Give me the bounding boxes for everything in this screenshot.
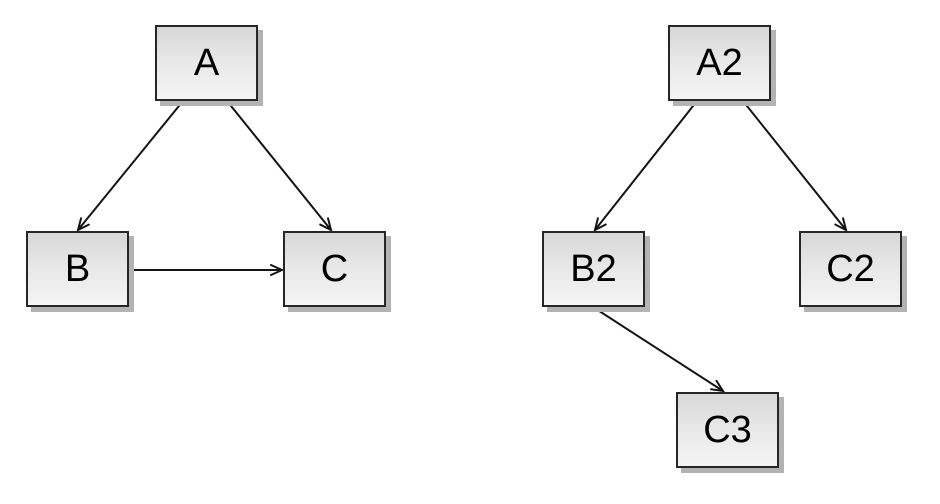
node-B2-label: B2 <box>570 248 617 290</box>
node-A-label: A <box>193 42 220 84</box>
node-B2[interactable]: B2 <box>542 231 645 307</box>
node-C3[interactable]: C3 <box>676 392 779 468</box>
node-C3-label: C3 <box>703 409 752 451</box>
node-C2[interactable]: C2 <box>799 231 902 307</box>
edge-A-C[interactable] <box>226 100 333 232</box>
node-C[interactable]: C <box>283 231 386 307</box>
node-C2-label: C2 <box>826 248 875 290</box>
node-B[interactable]: B <box>26 231 129 307</box>
edge-A2-C2[interactable] <box>742 100 848 232</box>
node-A2[interactable]: A2 <box>668 25 771 101</box>
edge-A2-B2[interactable] <box>593 100 698 232</box>
node-B-label: B <box>64 248 91 290</box>
edge-A-B[interactable] <box>76 100 184 232</box>
node-C-label: C <box>320 248 349 290</box>
node-A2-label: A2 <box>696 42 743 84</box>
edge-B2-C3[interactable] <box>592 306 726 393</box>
node-A[interactable]: A <box>155 25 258 101</box>
